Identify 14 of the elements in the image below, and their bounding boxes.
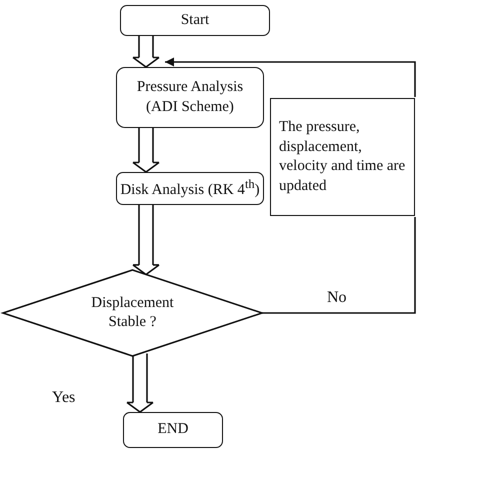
connector-line: [262, 217, 416, 314]
process-box: [116, 67, 264, 128]
node-text: The pressure, displacement, velocity and time are updated: [279, 118, 406, 196]
decision-diamond: [3, 270, 262, 356]
process-box: [116, 172, 264, 205]
node-text: Pressure Analysis (ADI Scheme): [136, 78, 244, 116]
node-text: END: [158, 420, 188, 440]
arrow: [165, 58, 416, 97]
node-text: Start: [180, 10, 210, 30]
node-text: Disk Analysis (RK 4$^{th}$): [120, 176, 260, 200]
process-box: [270, 98, 415, 216]
node-text: Displacement Stable ?: [90, 294, 175, 332]
process-box: [120, 5, 270, 36]
process-box: [123, 412, 223, 448]
